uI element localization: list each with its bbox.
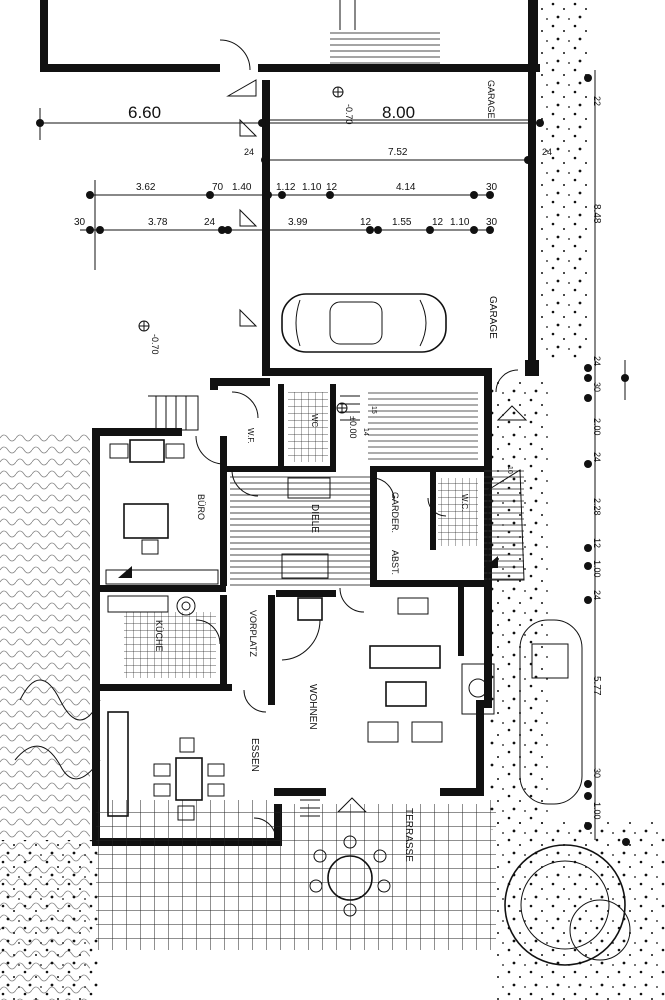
- dim-row2-5: 1.55: [392, 217, 412, 228]
- dim-right-8: 5.77: [591, 676, 602, 696]
- dim-row2-8: 30: [486, 217, 498, 228]
- stair-number-10: 10: [506, 466, 513, 474]
- dim-right-7: 24: [592, 590, 602, 600]
- dim-top-right: 8.00: [382, 103, 415, 122]
- dim-row1-3: 1.12: [276, 182, 296, 193]
- dim-garage-depth: 8.48: [591, 204, 602, 224]
- dim-small-24b: 24: [542, 147, 552, 157]
- dim-right-3: 24: [592, 452, 602, 462]
- dim-row2-3: 3.99: [288, 217, 308, 228]
- room-kueche-label: KÜCHE: [154, 620, 164, 652]
- level-markers: -0.70 -0.70 ±0.00: [138, 86, 358, 438]
- level-1: -0.70: [344, 104, 354, 125]
- dim-row1-1: 70: [212, 182, 224, 193]
- dim-row1-5: 12: [326, 182, 338, 193]
- upper-building: [40, 0, 540, 72]
- dim-top-left: 6.60: [128, 103, 161, 122]
- room-diele-label: DIELE: [309, 504, 320, 533]
- dim-right-4: 2.28: [592, 498, 602, 516]
- room-wc1-label: WC: [310, 414, 319, 428]
- room-wf-label: W.F.: [246, 428, 255, 444]
- dim-right-6: 1.00: [592, 560, 602, 578]
- doors: [195, 39, 519, 841]
- room-garage-label: GARAGE: [487, 296, 498, 339]
- dim-row2-2: 24: [204, 217, 216, 228]
- dim-right-0: 24: [592, 356, 602, 366]
- dim-row1-4: 1.10: [302, 182, 322, 193]
- dim-right-1: 30: [592, 382, 602, 392]
- dim-right-10: 1.00: [592, 802, 602, 820]
- dim-right-9: 30: [592, 768, 602, 778]
- room-garderobe-label: GARDER.: [390, 492, 400, 533]
- dim-row1-7: 30: [486, 182, 498, 193]
- dim-row2-6: 12: [432, 217, 444, 228]
- level-2: -0.70: [150, 334, 160, 355]
- section-markers: [118, 79, 528, 813]
- dim-row2-7: 1.10: [450, 217, 470, 228]
- dim-row1-6: 4.14: [396, 182, 416, 193]
- room-labels: GARAGE GARAGE BÜRO DIELE GARDER. ABST. W…: [154, 80, 513, 862]
- dim-row1-2: 1.40: [232, 182, 252, 193]
- room-abst-label: ABST.: [390, 550, 400, 575]
- room-wc2-label: W.C.: [460, 494, 469, 511]
- dim-row1-0: 3.62: [136, 182, 156, 193]
- dimension-lines: 6.60 8.00 7.52 24 24 3.62 70 1.40 1.12 1…: [36, 70, 630, 846]
- room-essen-label: ESSEN: [249, 738, 260, 772]
- room-finishes: [96, 390, 524, 950]
- room-terrasse-label: TERRASSE: [403, 808, 414, 862]
- room-garage-top-label: GARAGE: [486, 80, 496, 119]
- stair-number-15: 15: [370, 406, 377, 414]
- car-icon: [281, 293, 447, 353]
- dim-right-2: 2.00: [592, 418, 602, 436]
- room-buero-label: BÜRO: [196, 494, 206, 520]
- room-wohnen-label: WOHNEN: [307, 684, 318, 730]
- dim-right-top: 22: [592, 96, 602, 106]
- dim-right-5: 12: [592, 538, 602, 548]
- dim-garage-inner: 7.52: [388, 147, 408, 158]
- dim-small-24a: 24: [244, 147, 254, 157]
- room-vorplatz-label: VORPLATZ: [248, 610, 258, 657]
- dim-row2-1: 3.78: [148, 217, 168, 228]
- stair-number-14: 14: [362, 428, 369, 436]
- dim-row2-0: 30: [74, 217, 86, 228]
- level-3: ±0.00: [348, 416, 358, 438]
- dim-row2-4: 12: [360, 217, 372, 228]
- furniture: [105, 439, 583, 917]
- stairs: [148, 395, 525, 817]
